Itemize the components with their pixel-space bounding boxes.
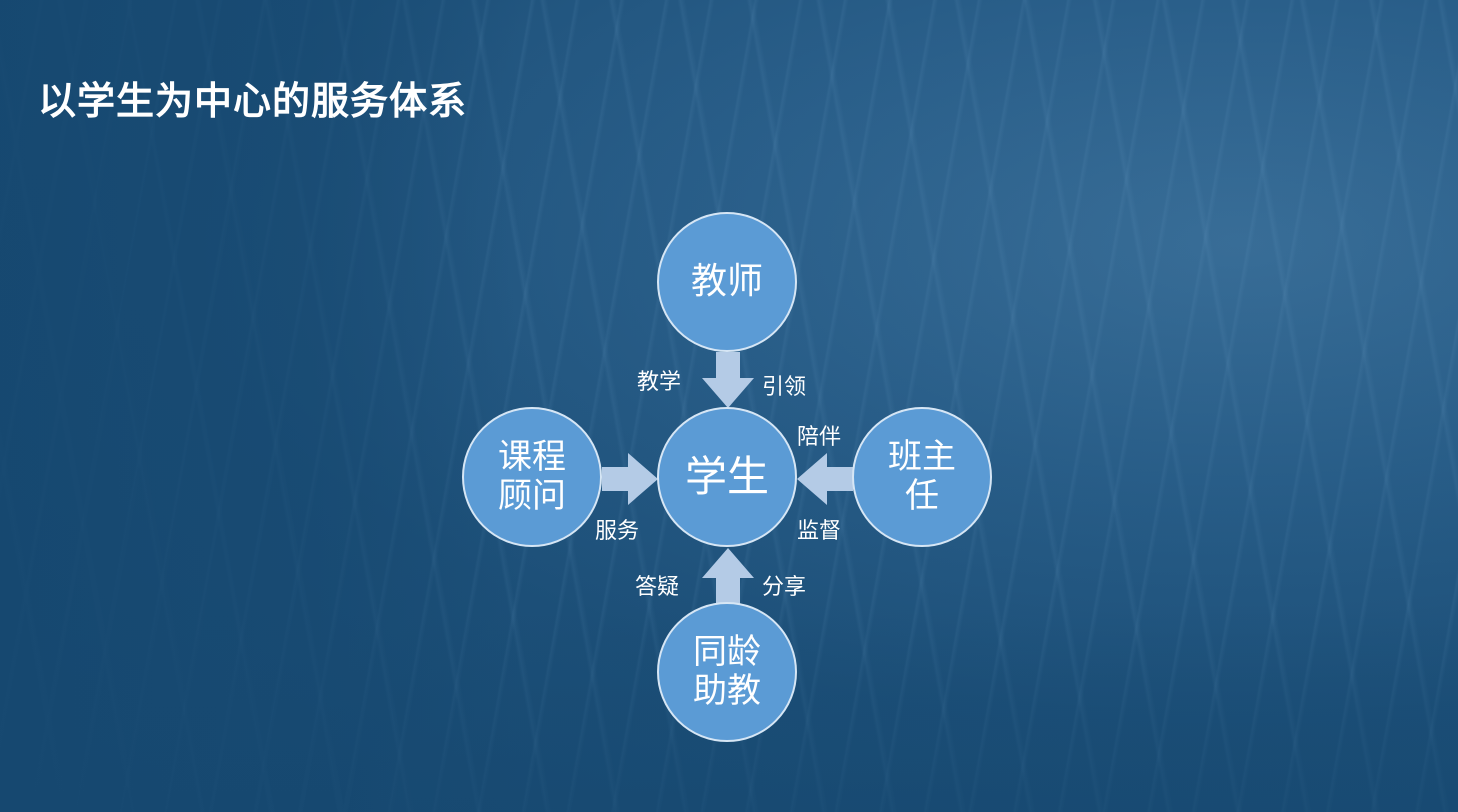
edge-label-answering: 答疑 bbox=[635, 575, 680, 600]
arrow-up-icon bbox=[702, 548, 754, 604]
edge-label-supervision: 监督 bbox=[797, 519, 842, 544]
node-head-teacher: 班主 任 bbox=[852, 407, 992, 547]
node-peer-assistant-label: 同龄 助教 bbox=[693, 631, 761, 711]
node-teacher-label: 教师 bbox=[690, 261, 763, 303]
edge-label-leading: 引领 bbox=[762, 375, 807, 400]
arrow-down-icon bbox=[702, 352, 754, 408]
edge-label-companionship: 陪伴 bbox=[797, 425, 842, 450]
slide-title: 以学生为中心的服务体系 bbox=[38, 79, 468, 123]
node-student: 学生 bbox=[657, 407, 797, 547]
edge-label-service: 服务 bbox=[595, 519, 640, 544]
arrow-right-icon bbox=[602, 453, 658, 505]
node-peer-assistant: 同龄 助教 bbox=[657, 602, 797, 742]
node-course-advisor-label: 课程 顾问 bbox=[498, 436, 566, 516]
arrow-left-icon bbox=[797, 453, 853, 505]
node-course-advisor: 课程 顾问 bbox=[462, 407, 602, 547]
node-head-teacher-label: 班主 任 bbox=[888, 436, 956, 516]
node-teacher: 教师 bbox=[657, 212, 797, 352]
edge-label-sharing: 分享 bbox=[762, 575, 807, 600]
node-student-label: 学生 bbox=[684, 451, 769, 501]
edge-label-teaching: 教学 bbox=[637, 370, 682, 395]
